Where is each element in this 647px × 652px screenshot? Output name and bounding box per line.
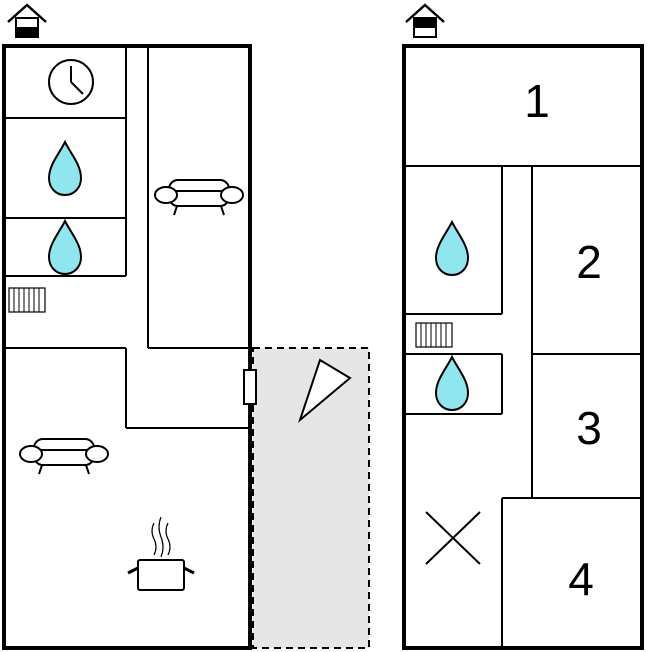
cross-icon: [425, 511, 481, 565]
water-drop-icon: [48, 220, 82, 275]
room-number-3: 3: [576, 402, 602, 454]
terrace-triangle-icon: [297, 358, 352, 424]
sofa-icon: [154, 179, 244, 216]
radiator-icon: [415, 322, 453, 348]
house-level-upper-icon: [405, 3, 445, 38]
upper-floor-outline: [402, 44, 644, 650]
room-number-2: 2: [576, 236, 602, 288]
door: [243, 369, 257, 405]
sofa-icon: [19, 438, 109, 475]
upper-floor: [402, 44, 644, 650]
water-drop-icon: [435, 356, 469, 411]
house-level-lower-icon: [7, 3, 47, 38]
cooking-pot-icon: [127, 516, 195, 591]
clock-icon: [48, 59, 94, 105]
ground-floor: [2, 44, 257, 650]
room-number-4: 4: [568, 553, 594, 605]
water-drop-icon: [435, 221, 469, 276]
terrace: [252, 347, 370, 649]
ground-floor-outline: [2, 44, 252, 650]
room-number-1: 1: [524, 75, 550, 127]
water-drop-icon: [48, 141, 82, 196]
radiator-icon: [8, 287, 46, 313]
